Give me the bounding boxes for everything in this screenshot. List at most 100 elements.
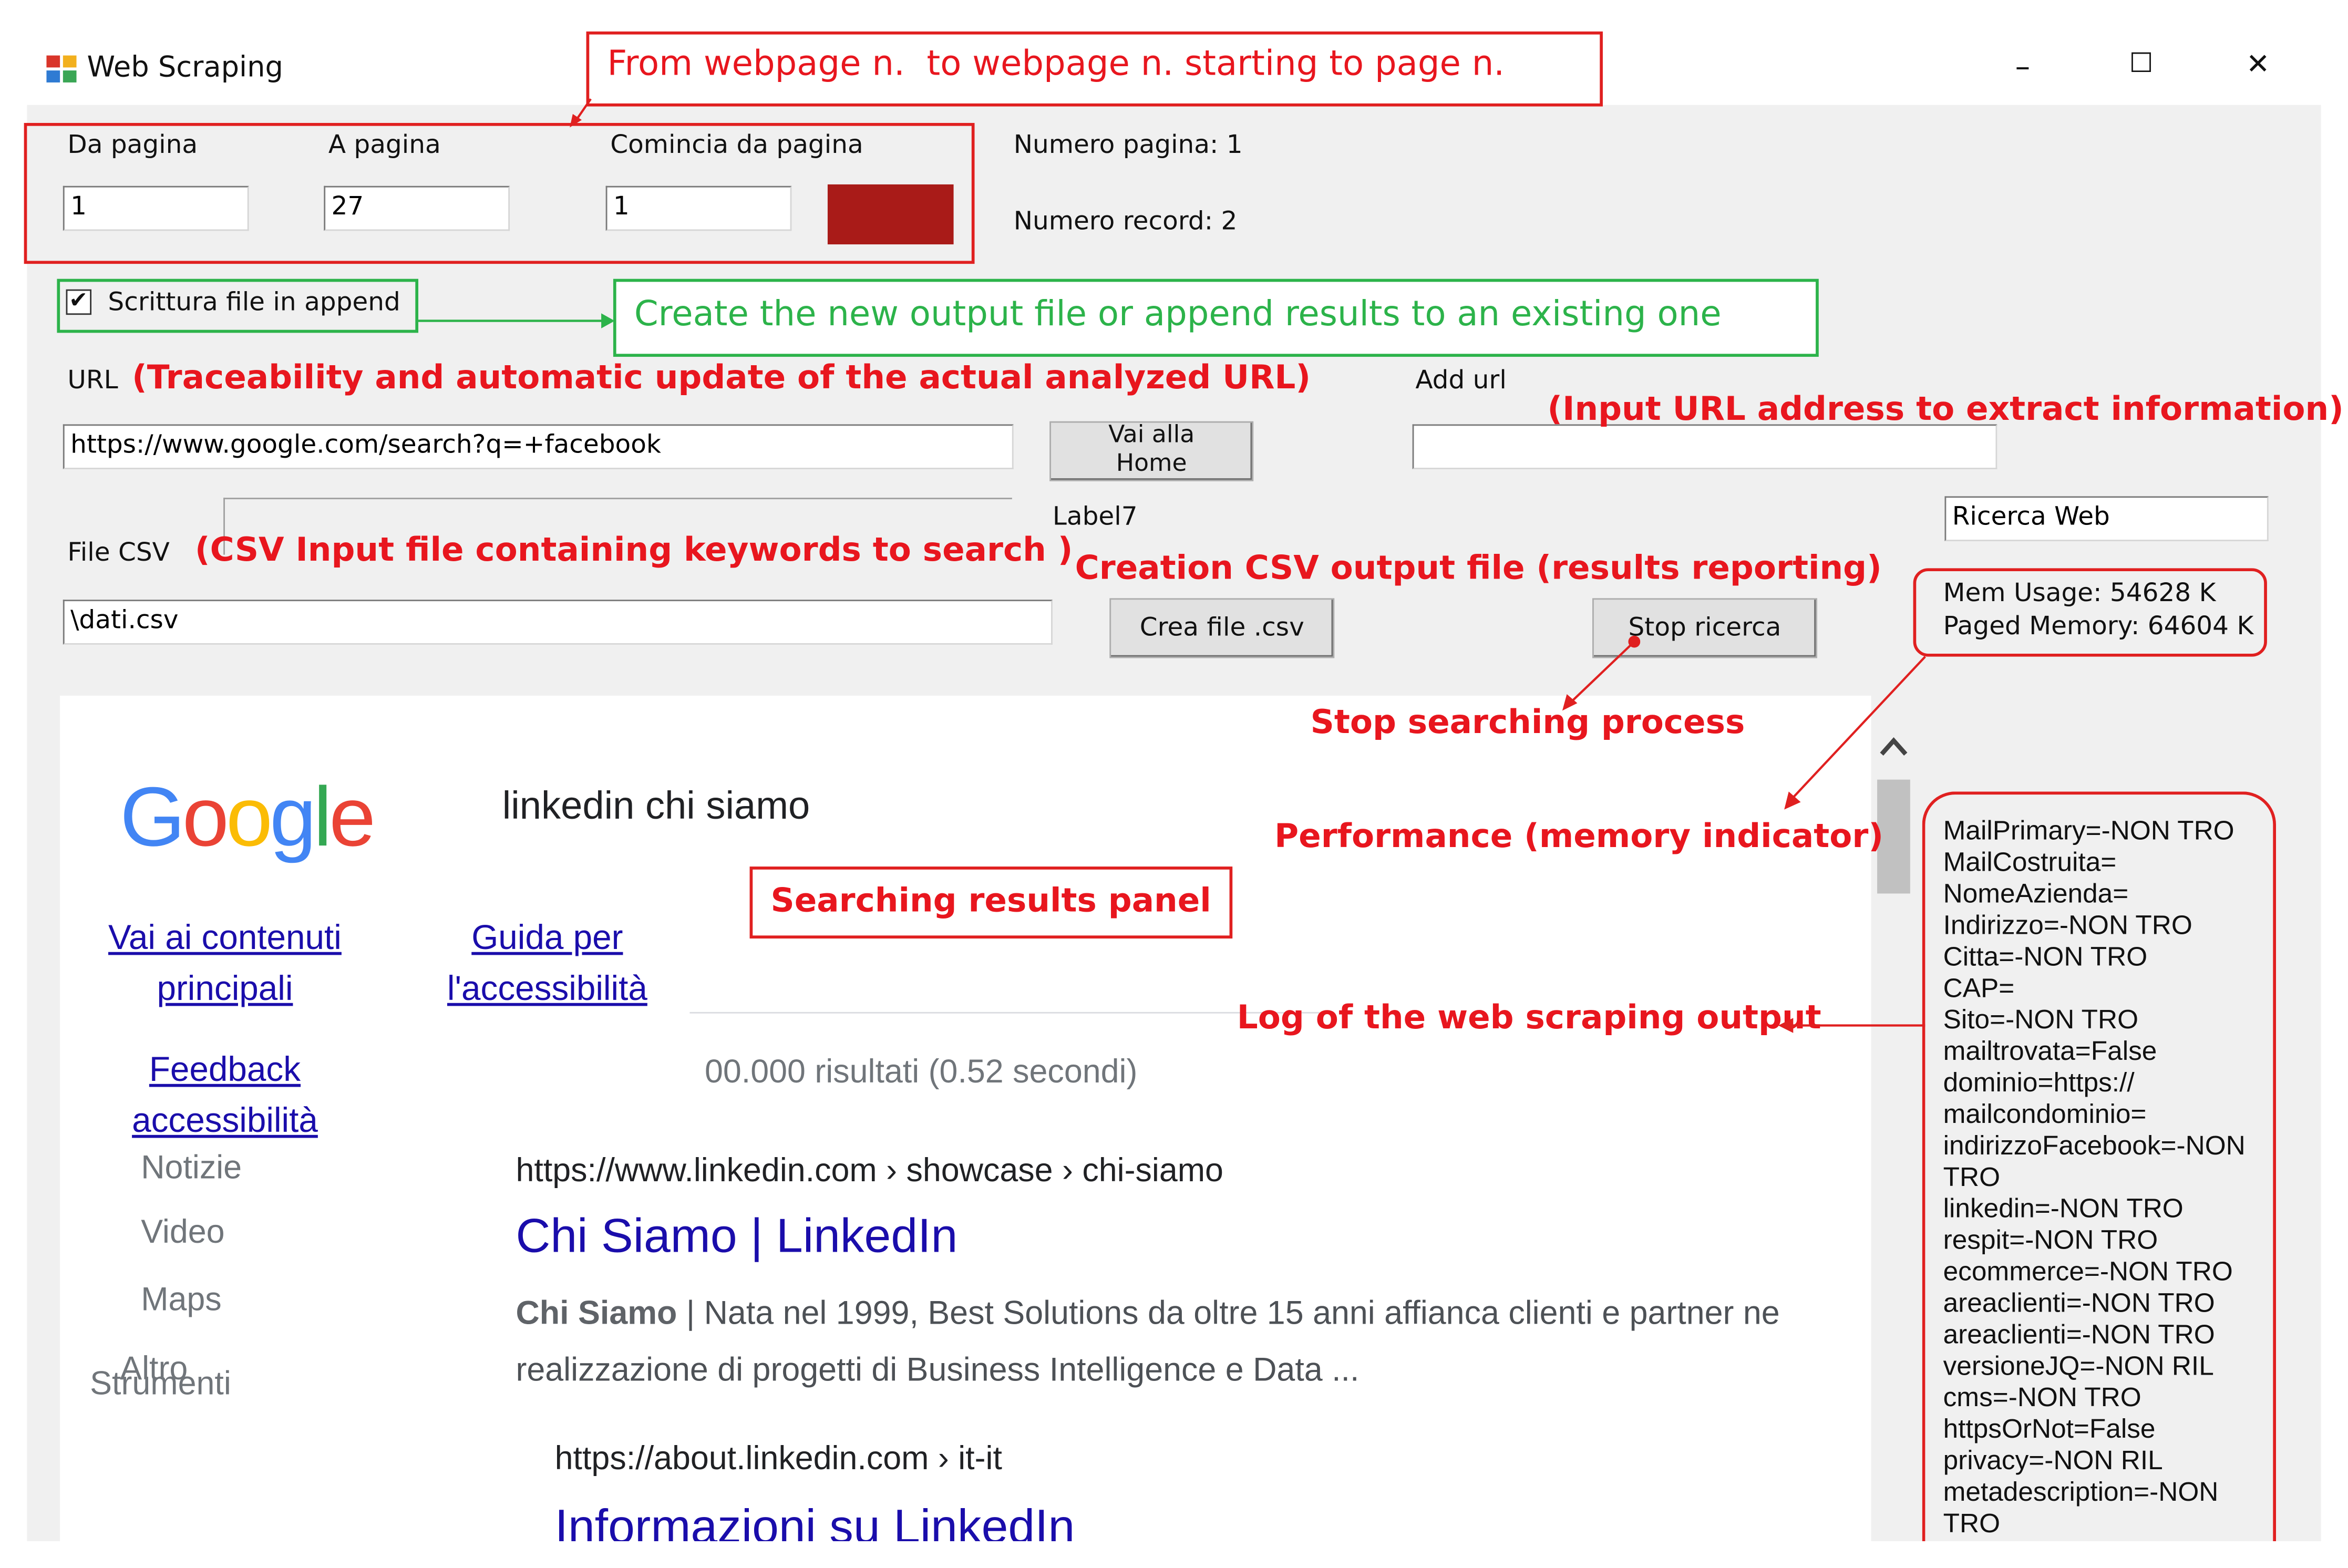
log-line: linkedin=-NON TRO <box>1943 1193 2184 1224</box>
append-arrow <box>418 313 615 328</box>
logo-letter: o <box>226 769 273 864</box>
search-query: linkedin chi siamo <box>502 782 810 828</box>
log-line: areaclienti=-NON TRO <box>1943 1319 2215 1349</box>
page-range-group <box>24 122 975 264</box>
log-line: mailtrovata=False <box>1943 1036 2157 1066</box>
log-line: dominio=https:// <box>1943 1067 2135 1098</box>
skip-link-accessibility-feedback[interactable]: Feedback accessibilità <box>132 1049 318 1140</box>
csv-output-annotation: Creation CSV output file (results report… <box>1075 550 1882 588</box>
add-url-input[interactable] <box>1412 424 1997 470</box>
logo-letter: l <box>313 769 332 864</box>
url-input[interactable]: https://www.google.com/search?q=+faceboo… <box>63 424 1014 470</box>
scroll-up-icon[interactable] <box>1879 735 1909 766</box>
skip-link-main-content[interactable]: Vai ai contenuti principali <box>108 917 342 1008</box>
logo-letter: e <box>329 769 376 864</box>
result-1-snippet-line-1: | Nata nel 1999, Best Solutions da oltre… <box>677 1294 1780 1332</box>
append-group <box>57 278 419 333</box>
paged-memory-text: Paged Memory: 64604 K <box>1943 612 2254 642</box>
result-1-snippet-bold: Chi Siamo <box>516 1294 677 1332</box>
append-annotation-box <box>613 278 1819 357</box>
log-line: indirizzoFacebook=-NON <box>1943 1130 2246 1161</box>
append-checkbox-label: Scrittura file in append <box>108 287 400 318</box>
memory-arrow <box>1784 656 1926 810</box>
from-page-input[interactable]: 1 <box>63 185 249 231</box>
result-2-url[interactable]: https://about.linkedin.com › it-it <box>554 1439 1002 1477</box>
log-line: cms=-NON TRO <box>1943 1382 2141 1412</box>
log-line: ecommerce=-NON TRO <box>1943 1256 2233 1286</box>
log-line: Indirizzo=-NON TRO <box>1943 910 2192 940</box>
label7: Label7 <box>1052 502 1138 532</box>
stop-arrow <box>1562 635 1641 711</box>
csv-label: File CSV <box>67 538 170 569</box>
window-title: Web Scraping <box>87 51 283 84</box>
page-number-text: Numero pagina: 1 <box>1013 130 1243 161</box>
home-button-label: Vai alla Home <box>1108 421 1195 477</box>
csv-input[interactable]: \dati.csv <box>63 600 1053 645</box>
scrollbar-thumb[interactable] <box>1877 779 1910 894</box>
log-line: metadescription=-NON <box>1943 1477 2219 1507</box>
log-line: MailCostruita= <box>1943 847 2117 878</box>
result-1-snippet: Chi Siamo | Nata nel 1999, Best Solution… <box>516 1285 1865 1399</box>
result-2-title[interactable]: Informazioni su LinkedIn <box>554 1499 1075 1541</box>
log-arrow <box>1778 1018 1925 1033</box>
log-line: TRO <box>1943 1162 2001 1192</box>
logo-letter: G <box>120 769 185 864</box>
skip-link-accessibility-guide[interactable]: Guida per l'accessibilità <box>447 917 647 1008</box>
results-panel-annotation: Searching results panel <box>770 883 1211 921</box>
from-page-label: Da pagina <box>67 130 198 161</box>
results-panel-annotation-box <box>749 866 1233 939</box>
create-csv-button[interactable]: Crea file .csv <box>1109 598 1335 658</box>
log-line: httpsOrNot=False <box>1943 1414 2156 1444</box>
nav-more[interactable]: Altro <box>120 1349 188 1387</box>
start-page-label: Comincia da pagina <box>610 130 863 161</box>
result-1-url[interactable]: https://www.linkedin.com › showcase › ch… <box>516 1151 1223 1189</box>
mem-usage-text: Mem Usage: 54628 K <box>1943 579 2216 609</box>
log-line: areaclienti=-NON TRO <box>1943 1287 2215 1318</box>
log-line: NomeAzienda= <box>1943 878 2129 909</box>
page-range-annotation-box <box>586 31 1603 107</box>
record-number-text: Numero record: 2 <box>1013 207 1238 237</box>
nav-video[interactable]: Video <box>141 1213 225 1251</box>
google-logo: Google <box>120 768 376 865</box>
stop-search-button[interactable]: Stop ricerca <box>1592 598 1817 658</box>
browser-panel: Google linkedin chi siamo Vai ai contenu… <box>60 695 1871 1541</box>
results-panel-divider <box>689 1012 1320 1014</box>
performance-annotation: Performance (memory indicator) <box>1274 818 1884 857</box>
append-annotation: Create the new output file or append res… <box>634 295 1722 335</box>
nav-news[interactable]: Notizie <box>141 1148 242 1186</box>
append-checkbox[interactable]: ✔ <box>66 286 92 315</box>
url-trace-annotation: (Traceability and automatic update of th… <box>132 359 1311 398</box>
check-mark-icon: ✔ <box>69 286 88 314</box>
app-icon <box>45 54 78 84</box>
memory-box <box>1913 568 2267 657</box>
input-url-annotation: (Input URL address to extract informatio… <box>1547 391 2344 429</box>
logo-letter: o <box>182 769 229 864</box>
log-line: Citta=-NON TRO <box>1943 941 2148 972</box>
page-range-annotation: From webpage n. to webpage n. starting t… <box>607 45 1505 84</box>
to-page-label: A pagina <box>328 130 441 161</box>
log-line: versioneJQ=-NON RIL <box>1943 1350 2214 1381</box>
log-line: mailcondominio= <box>1943 1099 2147 1129</box>
status-indicator <box>827 184 954 245</box>
results-stats: 00.000 risultati (0.52 secondi) <box>704 1052 1138 1090</box>
home-button[interactable]: Vai alla Home <box>1049 421 1254 481</box>
csv-input-annotation: (CSV Input file containing keywords to s… <box>194 532 1073 570</box>
result-1-title[interactable]: Chi Siamo | LinkedIn <box>516 1208 958 1263</box>
log-line: Sito=-NON TRO <box>1943 1004 2139 1035</box>
nav-maps[interactable]: Maps <box>141 1280 222 1318</box>
stop-search-annotation: Stop searching process <box>1310 704 1745 742</box>
log-line: TRO <box>1943 1508 2001 1539</box>
log-line: respit=-NON TRO <box>1943 1224 2158 1255</box>
to-page-input[interactable]: 27 <box>324 185 510 231</box>
minimize-button[interactable]: – <box>2015 48 2031 84</box>
log-line: privacy=-NON RIL <box>1943 1445 2163 1476</box>
maximize-button[interactable]: ☐ <box>2129 48 2154 80</box>
start-page-input[interactable]: 1 <box>605 185 792 231</box>
nav-tools[interactable]: Strumenti <box>90 1364 231 1402</box>
close-button[interactable]: ✕ <box>2246 48 2270 81</box>
search-field[interactable]: Ricerca Web <box>1944 496 2269 541</box>
csv-panel <box>223 498 1012 555</box>
